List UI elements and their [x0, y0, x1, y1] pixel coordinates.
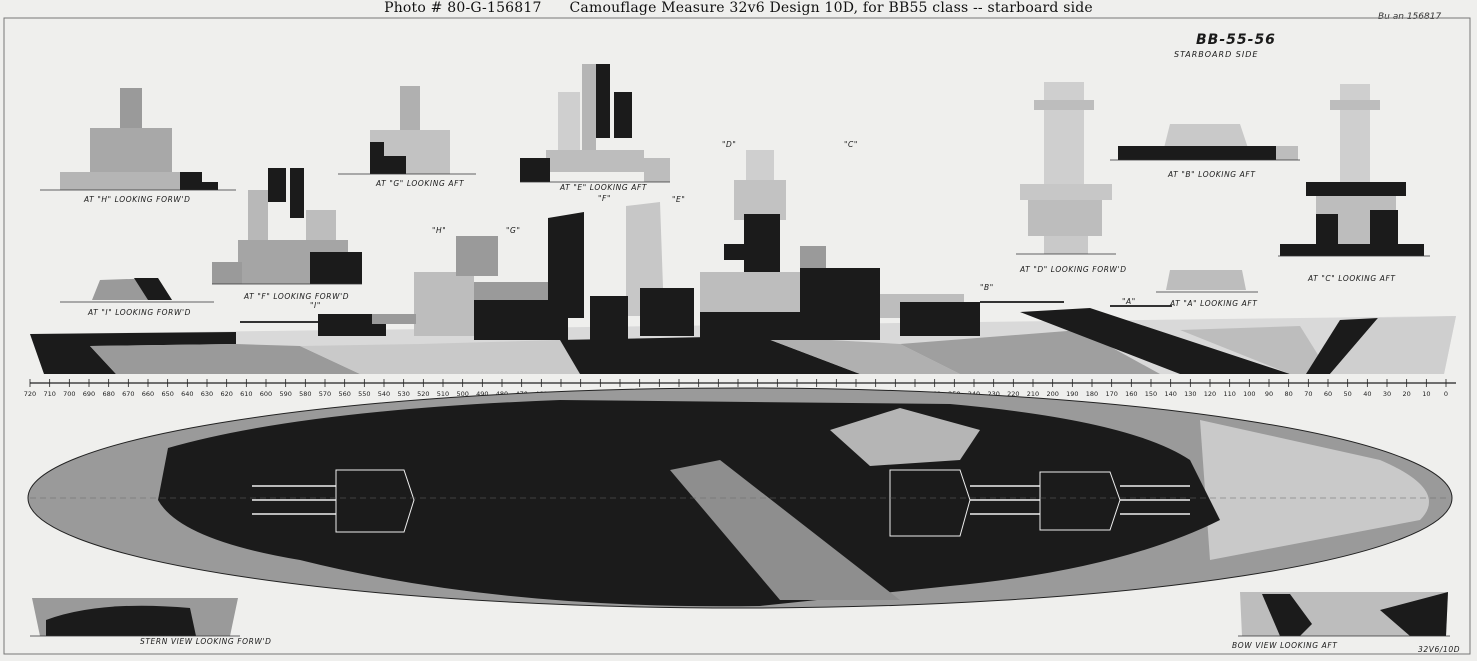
scale-label: 640: [181, 390, 193, 398]
scale-label: 200: [1046, 390, 1058, 398]
label-at-d: AT "D" LOOKING FORW'D: [1020, 265, 1127, 274]
marker-c: "C": [844, 140, 858, 149]
scale-label: 120: [1204, 390, 1216, 398]
marker-h: "H": [432, 226, 447, 235]
section-view-c: [1278, 84, 1430, 257]
photo-title: Camouflage Measure 32v6 Design 10D, for …: [569, 0, 1093, 16]
corner-note: Bu an 156817: [1378, 12, 1442, 22]
label-bow-view: BOW VIEW LOOKING AFT: [1232, 641, 1338, 650]
label-at-e: AT "E" LOOKING AFT: [560, 183, 648, 192]
label-at-c: AT "C" LOOKING AFT: [1308, 274, 1396, 283]
label-at-f: AT "F" LOOKING FORW'D: [244, 292, 350, 301]
scale-label: 180: [1086, 390, 1098, 398]
section-view-h: [40, 88, 236, 191]
scale-label: 690: [83, 390, 95, 398]
stern-view: [30, 598, 240, 637]
scale-label: 550: [358, 390, 370, 398]
plan-view: [27, 387, 1453, 609]
scale-label: 210: [1027, 390, 1039, 398]
scale-label: 50: [1344, 390, 1352, 398]
scale-label: 700: [63, 390, 75, 398]
scale-label: 230: [987, 390, 999, 398]
scale-label: 660: [142, 390, 154, 398]
scale-label: 220: [1007, 390, 1019, 398]
scale-label: 500: [456, 390, 468, 398]
sheet-border: [3, 17, 1471, 655]
scale-label: 650: [161, 390, 173, 398]
section-view-a: [1156, 270, 1258, 293]
scale-label: 60: [1324, 390, 1332, 398]
label-at-h: AT "H" LOOKING FORW'D: [84, 195, 191, 204]
hull-title: BB-55-56: [1196, 32, 1276, 48]
scale-label: 90: [1265, 390, 1273, 398]
scale-label: 560: [338, 390, 350, 398]
label-at-b: AT "B" LOOKING AFT: [1168, 170, 1256, 179]
scale-label: 530: [397, 390, 409, 398]
design-code: 32V6/10D: [1418, 645, 1461, 654]
side-profile: [30, 150, 1456, 374]
photo-number: Photo # 80-G-156817: [384, 0, 542, 16]
label-stern-view: STERN VIEW LOOKING FORW'D: [140, 637, 272, 646]
scale-label: 720: [24, 390, 36, 398]
scale-label: 130: [1184, 390, 1196, 398]
section-view-d: [1016, 82, 1116, 255]
scale-label: 80: [1285, 390, 1293, 398]
section-view-i: [60, 278, 214, 303]
scale-label: 520: [417, 390, 429, 398]
scale-label: 670: [122, 390, 134, 398]
scale-label: 30: [1383, 390, 1391, 398]
marker-d: "D": [722, 140, 737, 149]
label-at-i: AT "I" LOOKING FORW'D: [88, 308, 192, 317]
scale-label: 40: [1363, 390, 1371, 398]
marker-i: "I": [310, 301, 321, 310]
scale-label: 150: [1145, 390, 1157, 398]
side-label: STARBOARD SIDE: [1174, 50, 1259, 59]
scale-label: 510: [437, 390, 449, 398]
marker-f: "F": [598, 194, 612, 203]
label-at-g: AT "G" LOOKING AFT: [376, 179, 465, 188]
section-view-e: [520, 64, 670, 183]
section-view-f: [212, 168, 362, 285]
scale-label: 70: [1304, 390, 1312, 398]
scale-label: 100: [1243, 390, 1255, 398]
scale-label: 110: [1223, 390, 1235, 398]
scale-label: 590: [279, 390, 291, 398]
photo-caption: Photo # 80-G-156817 Camouflage Measure 3…: [0, 0, 1477, 16]
scale-label: 620: [220, 390, 232, 398]
scale-label: 680: [102, 390, 114, 398]
scale-label: 140: [1164, 390, 1176, 398]
scale-label: 710: [43, 390, 55, 398]
scale-label: 570: [319, 390, 331, 398]
marker-a: "A": [1122, 297, 1136, 306]
scale-label: 10: [1422, 390, 1430, 398]
marker-g: "G": [506, 226, 521, 235]
scale-label: 20: [1403, 390, 1411, 398]
marker-b: "B": [980, 283, 994, 292]
scale-label: 600: [260, 390, 272, 398]
scale-label: 630: [201, 390, 213, 398]
scale-label: 0: [1444, 390, 1448, 398]
scale-label: 580: [299, 390, 311, 398]
bow-view: [1238, 592, 1450, 637]
section-view-b: [1110, 124, 1300, 161]
label-at-a: AT "A" LOOKING AFT: [1170, 299, 1258, 308]
scale-label: 610: [240, 390, 252, 398]
marker-e: "E": [672, 195, 686, 204]
scale-label: 160: [1125, 390, 1137, 398]
scale-label: 540: [378, 390, 390, 398]
scale-label: 190: [1066, 390, 1078, 398]
scale-label: 170: [1105, 390, 1117, 398]
scale-label: 490: [476, 390, 488, 398]
section-view-g: [338, 86, 476, 175]
